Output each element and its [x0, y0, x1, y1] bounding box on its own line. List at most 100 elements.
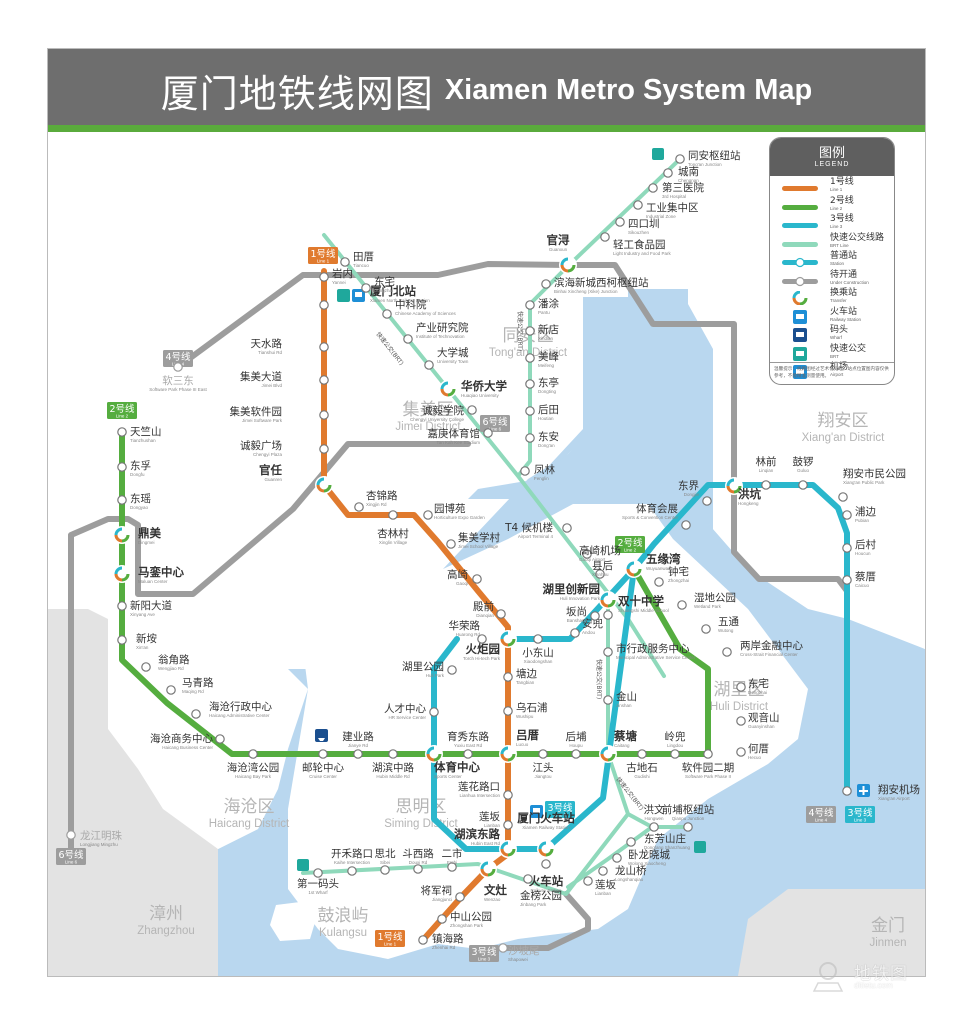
line-2[interactable]: [119, 429, 711, 757]
